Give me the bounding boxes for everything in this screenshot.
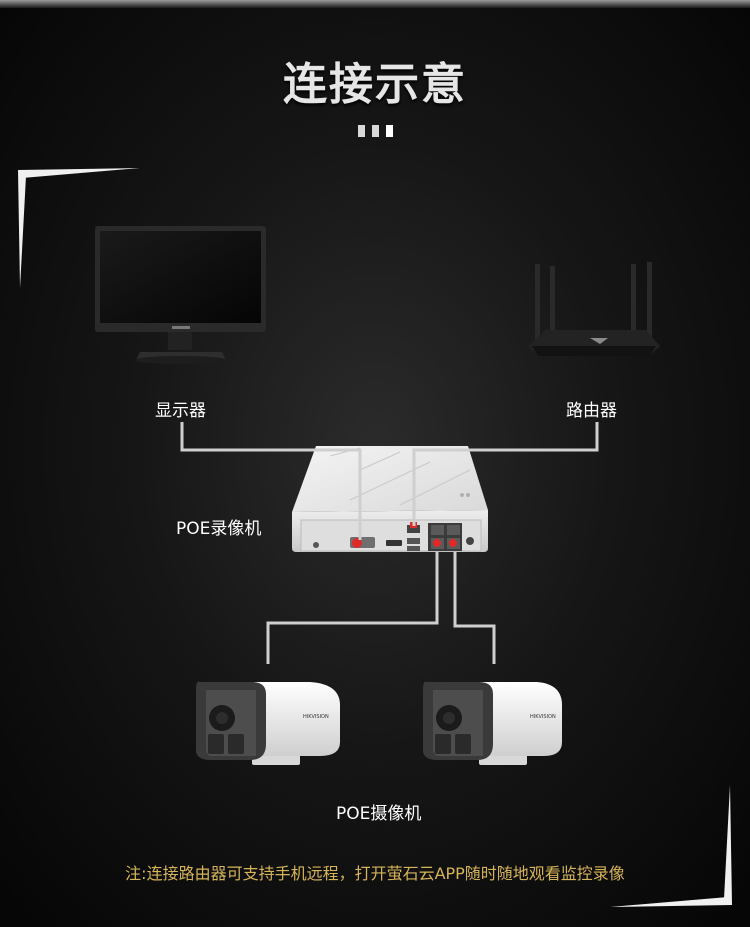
label-nvr: POE录像机 xyxy=(176,519,262,539)
frame-corner-bottom-right xyxy=(610,785,732,907)
cable-router-to-nvr xyxy=(412,422,599,526)
camera-icon: HIKVISION xyxy=(423,681,562,765)
router-icon xyxy=(528,262,660,356)
camera-icon: HIKVISION xyxy=(196,681,340,765)
cable-nvr-to-camera-1 xyxy=(266,552,439,664)
title-decoration xyxy=(358,125,393,137)
label-router: 路由器 xyxy=(566,401,617,421)
monitor-icon xyxy=(95,226,266,364)
remote-access-note: 注:连接路由器可支持手机远程，打开萤石云APP随时随地观看监控录像 xyxy=(125,864,625,883)
camera-brand-2: HIKVISION xyxy=(530,714,556,720)
cable-monitor-to-nvr xyxy=(180,422,362,540)
cable-nvr-to-camera-2 xyxy=(453,552,496,664)
frame-corner-top-left xyxy=(18,168,140,288)
page-title: 连接示意 xyxy=(283,59,467,110)
camera-brand-1: HIKVISION xyxy=(303,714,329,720)
nvr-icon xyxy=(292,446,488,552)
top-bar xyxy=(0,0,750,8)
cables xyxy=(180,422,599,664)
label-monitor: 显示器 xyxy=(155,401,206,421)
label-cameras: POE摄像机 xyxy=(336,804,422,824)
